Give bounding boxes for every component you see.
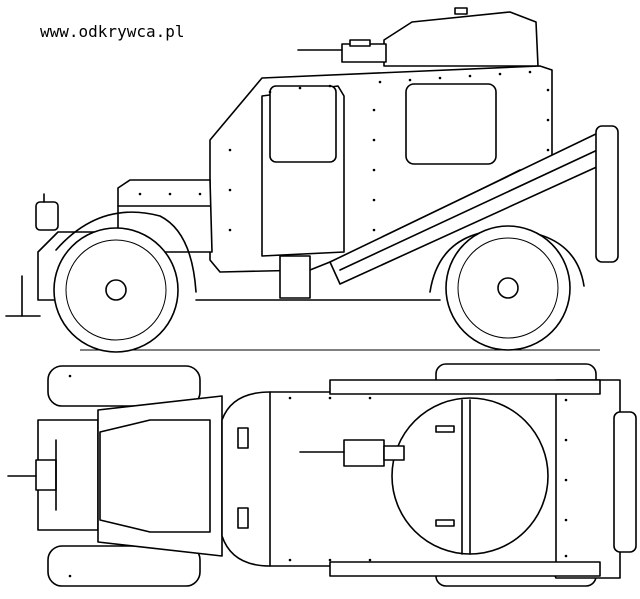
top-bonnet xyxy=(97,395,223,557)
side-rivets xyxy=(138,70,550,232)
turret-hatch-knob xyxy=(454,7,468,15)
top-side-lamp-1 xyxy=(237,427,249,449)
top-rear-plate xyxy=(613,411,637,553)
headlamp xyxy=(35,201,59,231)
turret-hinge-top xyxy=(435,425,455,433)
side-window xyxy=(405,83,497,165)
front-wheel-hub xyxy=(105,279,127,301)
top-side-lamp-2 xyxy=(237,507,249,529)
front-wheel-rim xyxy=(65,239,167,341)
top-headlamp xyxy=(35,459,57,491)
watermark-url: www.odkrywca.pl xyxy=(40,22,185,41)
front-right-tyre xyxy=(47,545,201,587)
turret xyxy=(383,11,539,67)
rear-wheel-rim xyxy=(457,237,559,339)
front-mudguard xyxy=(55,211,197,293)
rear-spare-plate xyxy=(595,125,619,263)
top-view xyxy=(7,363,637,587)
rear-wheel-hub xyxy=(497,277,519,299)
turret-hinge-bottom xyxy=(435,519,455,527)
rear-plate-edge xyxy=(339,145,607,271)
top-gun-breech xyxy=(383,445,405,461)
top-gun-mount xyxy=(343,439,385,467)
front-left-tyre xyxy=(47,365,201,407)
top-left-fender xyxy=(329,379,601,395)
side-view xyxy=(5,7,619,353)
top-rivets xyxy=(68,374,568,578)
top-right-fender xyxy=(329,561,601,577)
gun-sight xyxy=(349,39,371,47)
step-box xyxy=(279,255,311,299)
door-window xyxy=(269,85,337,163)
